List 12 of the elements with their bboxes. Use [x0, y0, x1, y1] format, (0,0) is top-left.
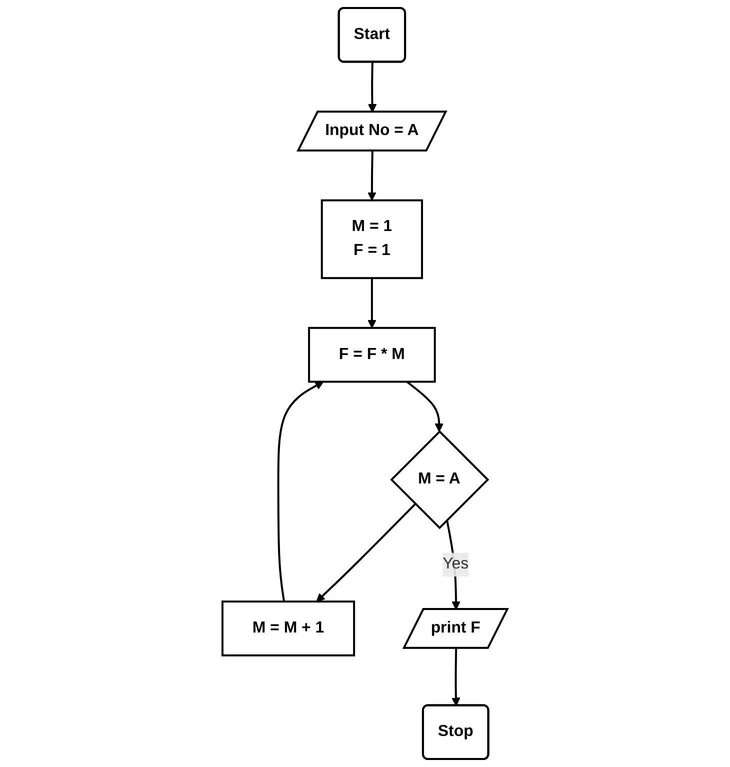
node-box: F = F * M [308, 326, 436, 383]
edge-label: Yes [442, 556, 469, 573]
node-diamond: M = A [390, 430, 490, 530]
arrow [277, 381, 324, 602]
arrow [316, 503, 416, 602]
node-box: M = 1 F = 1 [320, 199, 424, 280]
arrow [368, 62, 377, 113]
arrow [406, 380, 444, 432]
arrow [368, 278, 376, 328]
node-box: M = M + 1 [222, 600, 356, 656]
arrow [368, 150, 376, 201]
arrow [452, 648, 460, 706]
